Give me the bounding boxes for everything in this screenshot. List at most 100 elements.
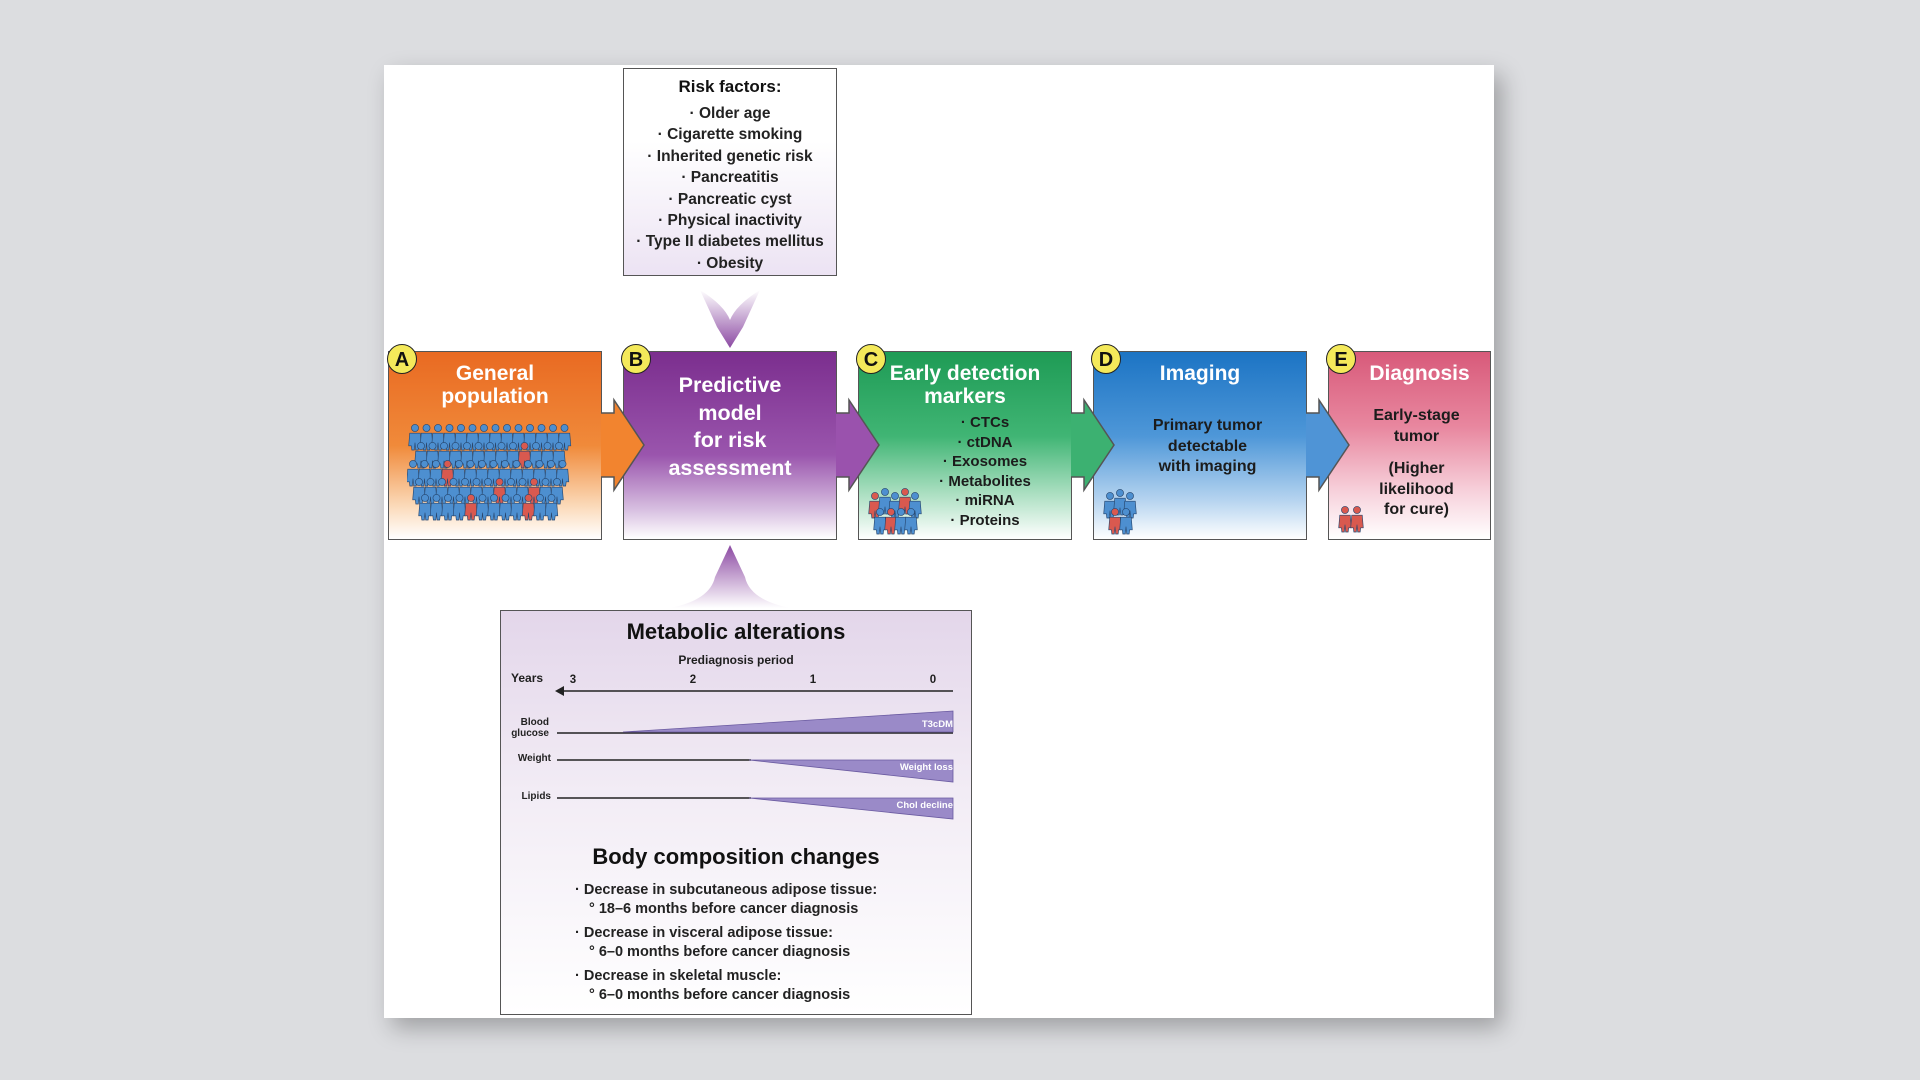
weight-loss-tag: Weight loss: [899, 762, 953, 773]
person-icon: [904, 508, 918, 535]
glucose-wedge: [622, 710, 954, 733]
risk-factor-item: · Older age: [689, 105, 771, 122]
stage-b-title-3: for risk: [693, 428, 767, 452]
marker-item: · Metabolites: [939, 472, 1031, 490]
arrow-up-icon: [670, 545, 790, 608]
arrow-down-icon: [700, 290, 760, 348]
body-item: · Decrease in skeletal muscle: ° 6–0 mon…: [575, 967, 877, 1005]
person-icon: [533, 494, 547, 521]
body-composition-list: · Decrease in subcutaneous adipose tissu…: [575, 881, 877, 1010]
stage-b-title-2: model: [698, 400, 762, 425]
stage-diagnosis: Diagnosis Early-stage tumor (Higher like…: [1328, 351, 1491, 540]
body-item: · Decrease in subcutaneous adipose tissu…: [575, 881, 877, 919]
stage-a-title-1: General: [455, 362, 535, 385]
body-item-main: · Decrease in subcutaneous adipose tissu…: [575, 882, 878, 898]
risk-factor-item: · Pancreatitis: [681, 169, 779, 187]
years-label: Years: [511, 671, 544, 685]
lipids-wedge: [748, 797, 954, 820]
risk-factor-item: · Physical inactivity: [658, 212, 802, 230]
risk-factors-box: Risk factors: · Older age · Cigarette sm…: [623, 68, 837, 276]
person-icon: [475, 494, 490, 521]
body-item-sub: ° 6–0 months before cancer diagnosis: [589, 987, 851, 1003]
tick-label: 0: [929, 674, 937, 686]
stage-d-body-2: detectable: [1167, 437, 1248, 455]
stage-imaging: Imaging Primary tumor detectable with im…: [1093, 351, 1307, 540]
prediagnosis-label: Prediagnosis period: [678, 653, 794, 667]
badge-d: D: [1091, 344, 1121, 374]
risk-factor-item: · Obesity: [696, 254, 764, 272]
tick-label: 1: [809, 674, 817, 686]
marker-item: · Exosomes: [942, 453, 1028, 470]
marker-item: · miRNA: [955, 492, 1015, 509]
timeline-graphic: [555, 686, 954, 820]
person-icon: [452, 494, 467, 521]
t3cdm-tag: T3cDM: [921, 719, 953, 730]
risk-factor-item: · Cigarette smoking: [657, 126, 803, 144]
body-item-main: · Decrease in visceral adipose tissue:: [575, 925, 833, 941]
badge-e: E: [1326, 344, 1356, 374]
marker-item: · CTCs: [960, 414, 1010, 431]
weight-wedge: [748, 759, 954, 783]
badge-b: B: [621, 344, 651, 374]
body-item-sub: ° 6–0 months before cancer diagnosis: [589, 944, 851, 960]
weight-label: Weight: [517, 753, 551, 764]
risk-factor-item: · Inherited genetic risk: [647, 147, 813, 165]
risk-factors-title: Risk factors:: [678, 77, 782, 96]
stage-e-note-2: likelihood: [1379, 480, 1454, 498]
stage-e-body-2: tumor: [1393, 427, 1440, 445]
metabolic-alterations-box: Metabolic alterations Prediagnosis perio…: [500, 610, 972, 1015]
risk-factors-list: · Older age · Cigarette smoking · Inheri…: [624, 103, 836, 274]
figure-panel: Risk factors: · Older age · Cigarette sm…: [384, 65, 1494, 1018]
body-item-sub: ° 18–6 months before cancer diagnosis: [589, 901, 859, 917]
small-group-icon: [868, 488, 922, 535]
person-icon: [429, 494, 444, 521]
stage-d-body-1: Primary tumor: [1152, 417, 1263, 434]
stage-e-body-1: Early-stage: [1373, 407, 1460, 424]
stage-d-title: Imaging: [1159, 362, 1241, 385]
stage-e-note-1: (Higher: [1388, 460, 1445, 477]
small-group-icon: [1338, 506, 1364, 533]
glucose-label-1: Blood: [520, 717, 549, 728]
person-icon: [464, 494, 478, 521]
connector-arrows: [670, 290, 790, 608]
crowd-icon: [407, 424, 572, 521]
stage-e-note-3: for cure): [1384, 501, 1449, 518]
tick-label: 2: [689, 674, 697, 686]
marker-item: · ctDNA: [957, 433, 1013, 451]
stage-general-population: General population: [388, 351, 602, 540]
person-icon: [1119, 508, 1133, 535]
risk-factor-item: · Pancreatic cyst: [668, 190, 792, 208]
arrow-left-icon: [555, 686, 564, 696]
markers-list: · CTCs · ctDNA · Exosomes · Metabolites …: [899, 413, 1071, 530]
person-icon: [1108, 508, 1122, 535]
person-icon: [544, 494, 559, 521]
person-icon: [1350, 506, 1364, 533]
stage-b-title-4: assessment: [668, 455, 792, 480]
lipids-label: Lipids: [521, 791, 551, 802]
person-icon: [894, 508, 908, 535]
marker-item: · Proteins: [950, 511, 1020, 529]
body-item-main: · Decrease in skeletal muscle:: [575, 968, 782, 984]
metabolic-title: Metabolic alterations: [626, 619, 846, 644]
stage-e-title: Diagnosis: [1369, 362, 1470, 385]
stage-b-title-1: Predictive: [678, 373, 782, 397]
badge-a: A: [387, 344, 417, 374]
stage-d-body-3: with imaging: [1158, 458, 1257, 475]
tick-label: 3: [569, 674, 577, 686]
stage-c-title-1: Early detection: [889, 362, 1041, 385]
body-item: · Decrease in visceral adipose tissue: °…: [575, 924, 877, 962]
small-group-icon: [1103, 489, 1137, 535]
body-composition-title: Body composition changes: [592, 844, 880, 869]
stage-a-title-2: population: [441, 385, 549, 408]
person-icon: [884, 508, 898, 535]
badge-c: C: [856, 344, 886, 374]
person-icon: [498, 494, 513, 521]
stage-predictive-model: Predictive model for risk assessment: [623, 351, 837, 540]
stage-c-title-2: markers: [924, 385, 1006, 408]
person-icon: [1338, 506, 1352, 533]
glucose-label-2: glucose: [511, 728, 549, 739]
risk-factor-item: · Type II diabetes mellitus: [636, 233, 824, 251]
chol-decline-tag: Chol decline: [896, 800, 953, 811]
stage-early-detection: Early detection markers · CTCs · ctDNA ·…: [858, 351, 1072, 540]
person-icon: [510, 494, 524, 521]
